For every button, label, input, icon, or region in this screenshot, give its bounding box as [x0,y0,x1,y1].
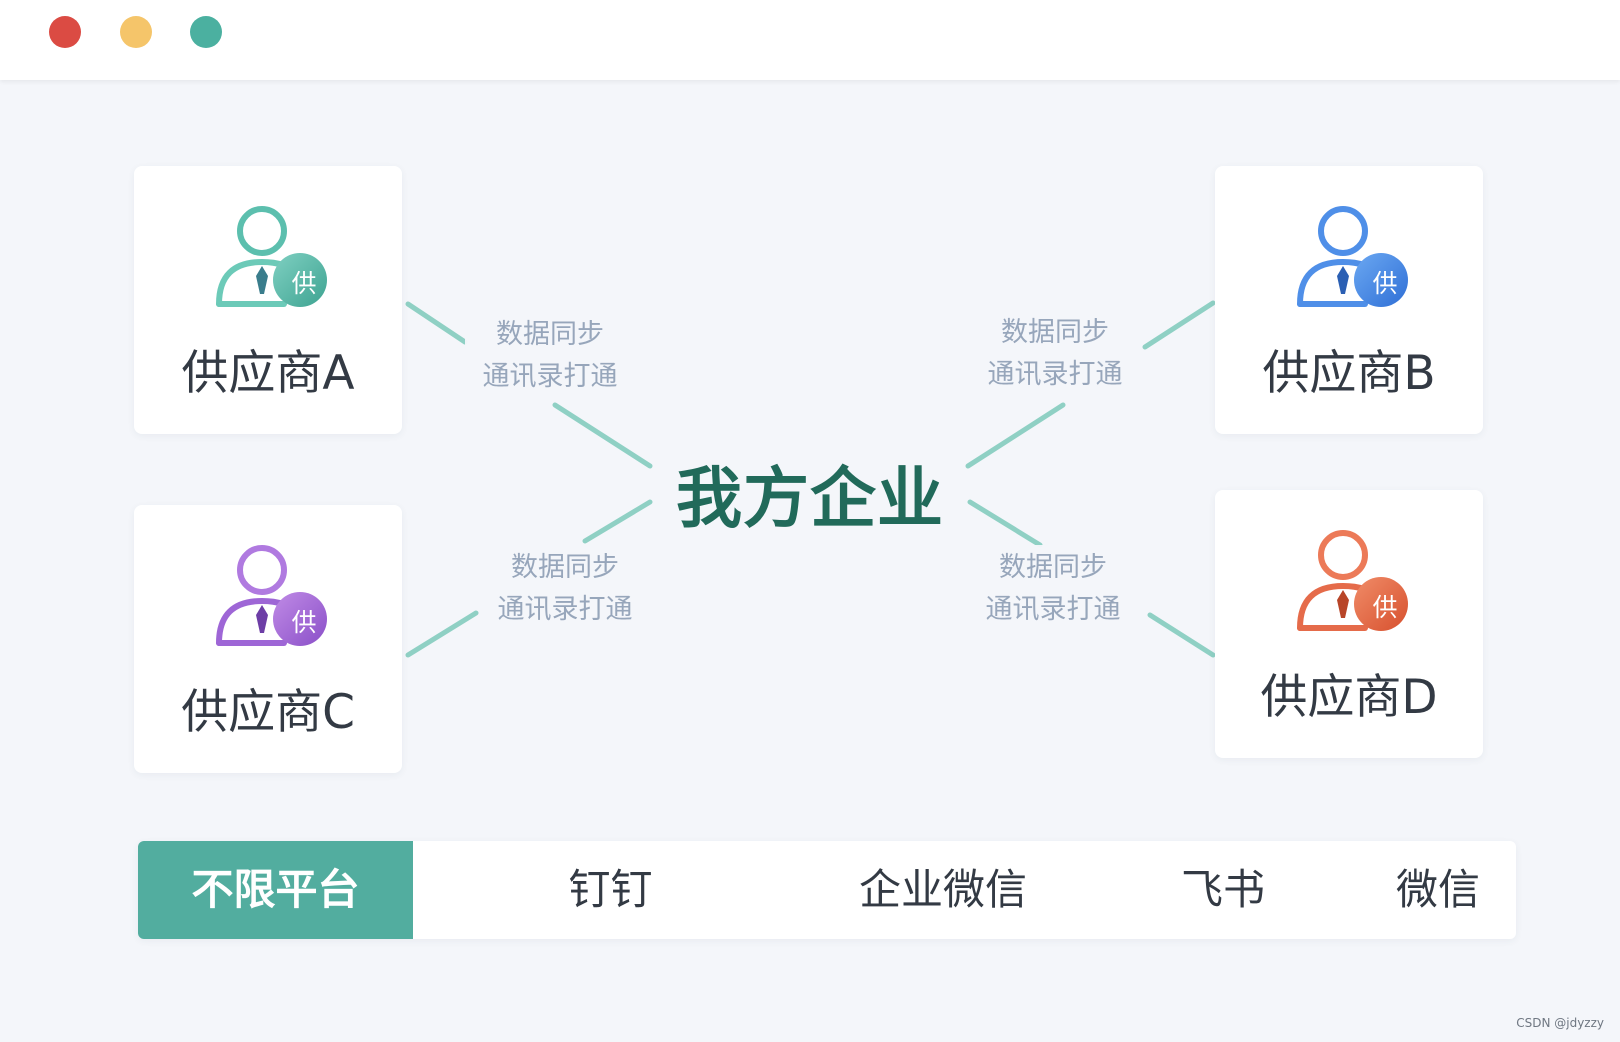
window-titlebar [0,0,1620,80]
close-window-button[interactable] [49,16,81,48]
sync-label-a: 数据同步 通讯录打通 [465,312,635,400]
sync-label-line1: 数据同步 [1001,317,1109,348]
sync-label-line1: 数据同步 [999,552,1107,583]
supplier-c-name: 供应商C [181,685,355,740]
supplier-card-d[interactable]: 供 供应商D [1215,490,1483,758]
sync-label-line2: 通讯录打通 [987,359,1123,390]
supplier-d-badge: 供 [1372,593,1398,622]
sync-label-c: 数据同步 通讯录打通 [480,545,650,633]
connector-d-inner [967,499,1043,548]
sync-label-line1: 数据同步 [496,319,604,350]
supplier-card-a[interactable]: 供 供应商A [134,166,402,434]
minimize-window-button[interactable] [120,16,152,48]
connector-a-inner [552,402,653,469]
supplier-a-name: 供应商A [181,346,355,401]
connector-b-inner [965,402,1066,469]
connector-b-outer [1142,300,1216,350]
supplier-c-icon [216,545,327,646]
tab-wecom[interactable]: 企业微信 [858,865,1027,914]
supplier-b-icon [1297,206,1408,307]
sync-label-line2: 通讯录打通 [482,361,618,392]
connector-a-outer [405,301,468,345]
tab-dingtalk[interactable]: 钉钉 [568,865,653,914]
sync-label-line1: 数据同步 [511,552,619,583]
maximize-window-button[interactable] [190,16,222,48]
supplier-a-badge: 供 [291,269,317,298]
connector-c-inner [582,499,653,544]
supplier-b-name: 供应商B [1262,346,1436,401]
supplier-b-badge: 供 [1372,269,1398,298]
tab-feishu[interactable]: 飞书 [1180,865,1265,914]
center-enterprise-label: 我方企业 [676,460,944,537]
supplier-a-icon [216,206,327,307]
sync-label-b: 数据同步 通讯录打通 [970,310,1140,398]
supplier-d-name: 供应商D [1260,670,1438,725]
supplier-card-b[interactable]: 供 供应商B [1215,166,1483,434]
watermark: CSDN @jdyzzy [1516,1016,1604,1030]
tab-unlimited-platform[interactable]: 不限平台 [138,841,413,939]
supplier-c-badge: 供 [291,608,317,637]
sync-label-line2: 通讯录打通 [497,594,633,625]
supplier-card-c[interactable]: 供 供应商C [134,505,402,773]
tab-wechat[interactable]: 微信 [1395,865,1480,914]
connector-c-outer [405,610,479,658]
sync-label-d: 数据同步 通讯录打通 [968,545,1138,633]
connector-d-outer [1147,612,1216,658]
sync-label-line2: 通讯录打通 [985,594,1121,625]
supplier-d-icon [1297,530,1408,631]
platform-tab-bar: 不限平台 钉钉 企业微信 飞书 微信 [138,841,1516,939]
